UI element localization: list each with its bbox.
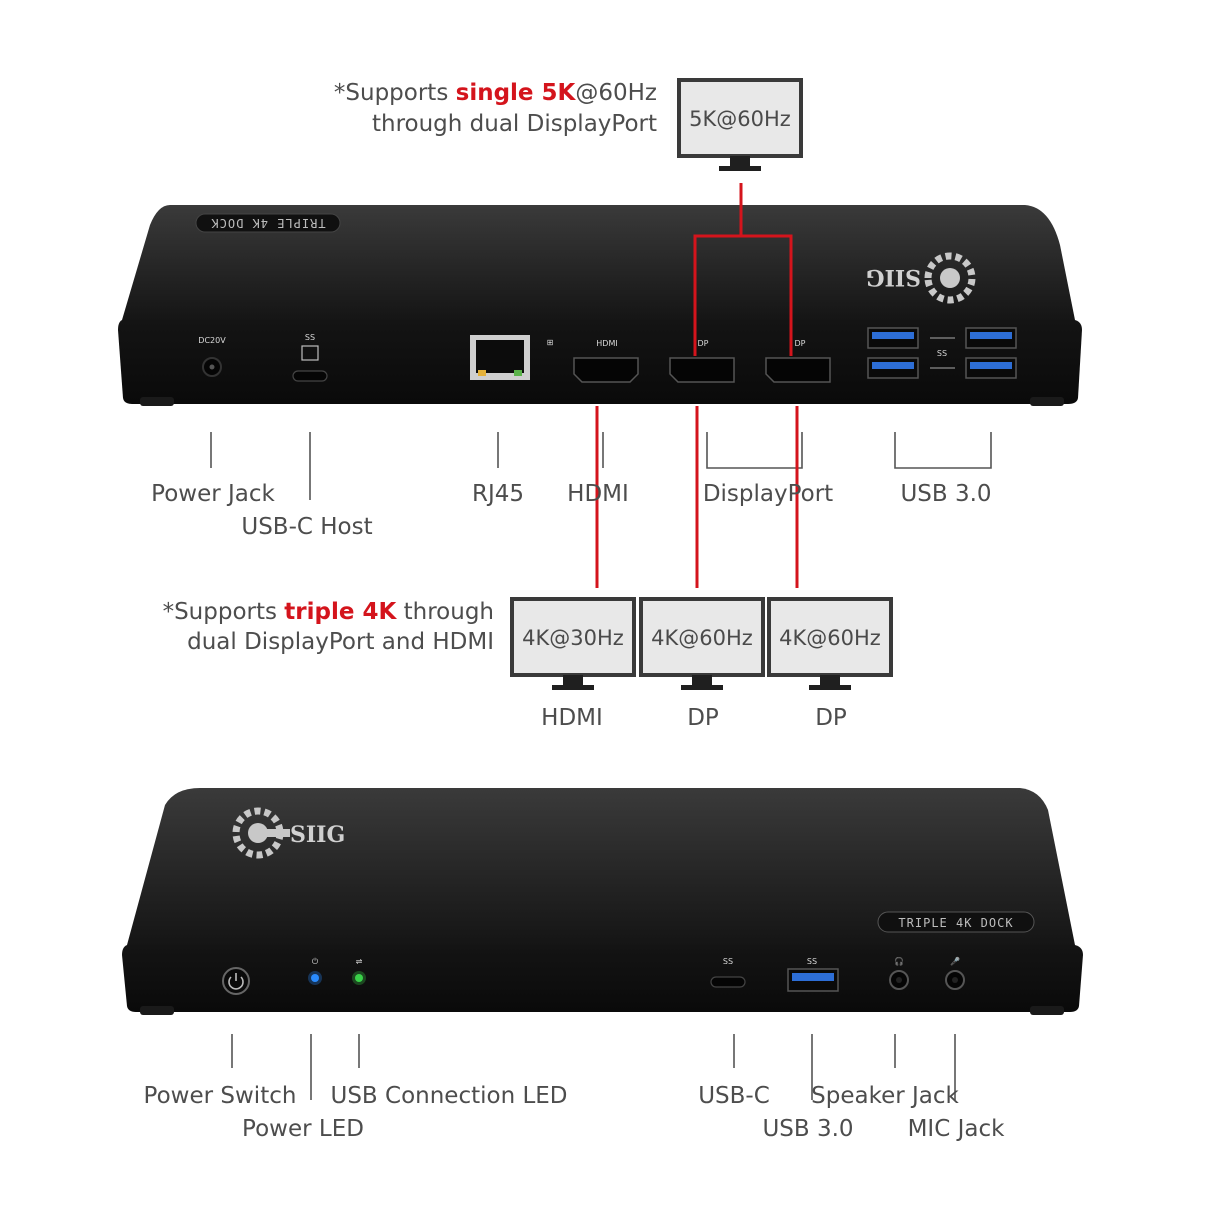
power-switch	[222, 967, 250, 995]
dock-front: SIIG TRIPLE 4K DOCK ⏻ ⇌ SS	[122, 788, 1083, 1015]
svg-text:DP: DP	[795, 339, 806, 348]
label-power-jack: Power Jack	[151, 481, 275, 507]
front-labels: Power Switch Power LED USB Connection LE…	[144, 1083, 1006, 1142]
speaker-jack: 🎧	[889, 956, 909, 990]
label-usb30-front: USB 3.0	[762, 1116, 853, 1142]
label-usb30-rear: USB 3.0	[900, 481, 991, 507]
monitor-5k-label: 5K@60Hz	[689, 107, 791, 131]
monitor-hdmi: 4K@30Hz	[510, 597, 636, 692]
svg-text:DP: DP	[698, 339, 709, 348]
label-power-led: Power LED	[242, 1116, 364, 1142]
rear-siig-logo: SIIG	[866, 252, 976, 304]
monitor-dp1: 4K@60Hz	[639, 597, 765, 692]
label-usb-connection-led: USB Connection LED	[330, 1083, 567, 1109]
top-note-line1: *Supports single 5K@60Hz	[334, 80, 657, 106]
label-power-switch: Power Switch	[144, 1083, 297, 1109]
rear-labels: Power Jack USB-C Host RJ45 HDMI DisplayP…	[151, 481, 991, 540]
svg-text:TRIPLE 4K DOCK: TRIPLE 4K DOCK	[898, 916, 1013, 930]
monitor-dp1-port-label: DP	[687, 705, 719, 731]
svg-text:⏻: ⏻	[312, 957, 319, 966]
front-leaders	[231, 1034, 956, 1100]
svg-text:🎧: 🎧	[894, 956, 904, 966]
svg-text:SS: SS	[723, 957, 733, 966]
connections-4k	[595, 406, 799, 588]
power-led: ⏻	[308, 957, 322, 985]
dp-port-2: DP	[765, 339, 831, 383]
label-mic-jack: MIC Jack	[908, 1116, 1006, 1142]
monitor-dp2-port-label: DP	[815, 705, 847, 731]
label-displayport: DisplayPort	[703, 481, 833, 507]
svg-text:SS: SS	[807, 957, 817, 966]
monitor-5k: 5K@60Hz	[677, 78, 803, 173]
label-hdmi: HDMI	[567, 481, 629, 507]
mid-note-line1: *Supports triple 4K through	[163, 599, 494, 625]
usbc-host-port: SS	[292, 333, 328, 382]
svg-text:SS: SS	[305, 333, 315, 342]
dc-power-jack: DC20V	[198, 336, 226, 377]
top-note: *Supports single 5K@60Hz through dual Di…	[334, 80, 657, 137]
usb30-port-front: SS	[787, 957, 839, 992]
usb30-ports-rear: SS	[867, 327, 1017, 379]
monitor-dp2: 4K@60Hz	[767, 597, 893, 692]
front-badge: TRIPLE 4K DOCK	[877, 911, 1035, 933]
svg-text:DC20V: DC20V	[198, 336, 226, 345]
svg-text:TRIPLE 4K DOCK: TRIPLE 4K DOCK	[210, 216, 325, 230]
label-usbc-front: USB-C	[698, 1083, 770, 1109]
svg-text:HDMI: HDMI	[596, 339, 617, 348]
svg-text:🎤: 🎤	[950, 956, 960, 966]
svg-text:SS: SS	[937, 349, 947, 358]
monitor-hdmi-label: 4K@30Hz	[522, 626, 624, 650]
rear-badge: TRIPLE 4K DOCK	[195, 213, 341, 233]
label-speaker-jack: Speaker Jack	[811, 1083, 959, 1109]
svg-text:SIIG: SIIG	[290, 822, 345, 848]
usbc-port-front: SS	[710, 957, 746, 988]
hdmi-port: HDMI	[573, 339, 639, 383]
mic-jack: 🎤	[945, 956, 965, 990]
connections-5k	[693, 183, 793, 356]
rj45-port: ⊞	[470, 335, 553, 380]
dp-port-1: DP	[669, 339, 735, 383]
rear-leaders	[210, 432, 992, 500]
mid-note-line2: dual DisplayPort and HDMI	[187, 629, 494, 655]
monitor-hdmi-port-label: HDMI	[541, 705, 603, 731]
svg-text:⇌: ⇌	[356, 957, 363, 966]
svg-text:⊞: ⊞	[547, 338, 554, 347]
monitor-port-labels: HDMI DP DP	[541, 705, 847, 731]
dock-rear: TRIPLE 4K DOCK SIIG DC20V SS ⊞	[118, 205, 1082, 406]
mid-note: *Supports triple 4K through dual Display…	[163, 599, 494, 655]
monitor-dp2-label: 4K@60Hz	[779, 626, 881, 650]
monitor-dp1-label: 4K@60Hz	[651, 626, 753, 650]
svg-text:SIIG: SIIG	[866, 264, 921, 290]
usb-connection-led: ⇌	[352, 957, 366, 985]
front-siig-logo: SIIG	[232, 807, 345, 859]
top-note-line2: through dual DisplayPort	[372, 111, 657, 137]
label-rj45: RJ45	[472, 481, 524, 507]
label-usbc-host: USB-C Host	[241, 514, 372, 540]
